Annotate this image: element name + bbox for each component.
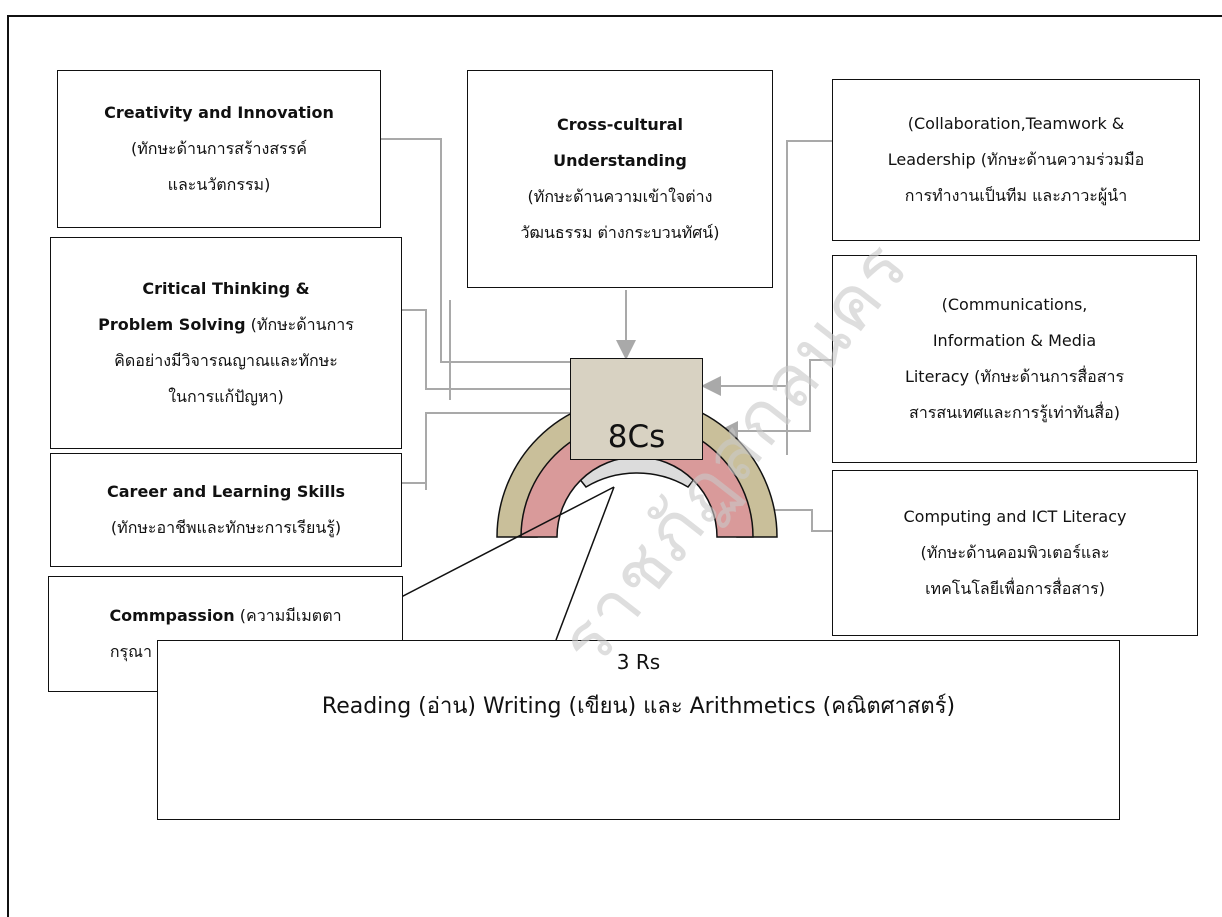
career-line1: (ทักษะอาชีพและทักษะการเรียนรู้): [110, 518, 342, 537]
cross-cultural-line2: วัฒนธรรม ต่างกระบวนทัศน์): [520, 223, 720, 242]
line-to-compassion: [375, 486, 615, 611]
box-cross-cultural: Cross-cultural Understanding (ทักษะด้านค…: [467, 70, 773, 288]
collaboration-line3: การทำงานเป็นทีม และภาวะผู้นำ: [904, 186, 1128, 205]
box-3rs: 3 Rs Reading (อ่าน) Writing (เขียน) และ …: [157, 640, 1120, 820]
computing-line3: เทคโนโลยีเพื่อการสื่อสาร): [925, 579, 1105, 598]
compassion-title: Commpassion: [109, 606, 235, 625]
computing-line1: Computing and ICT Literacy: [903, 507, 1127, 526]
communications-line3: Literacy (ทักษะด้านการสื่อสาร: [904, 367, 1125, 386]
center-8cs-box: 8Cs: [570, 358, 703, 460]
box-communications: (Communications, Information & Media Lit…: [832, 255, 1197, 463]
connector-career: [402, 412, 570, 484]
three-rs-line: Reading (อ่าน) Writing (เขียน) และ Arith…: [321, 694, 956, 719]
collaboration-line2: Leadership (ทักษะด้านความร่วมมือ: [887, 150, 1145, 169]
three-rs-title: 3 Rs: [616, 650, 661, 674]
box-critical-thinking: Critical Thinking & Problem Solving (ทัก…: [50, 237, 402, 449]
box-collaboration: (Collaboration,Teamwork & Leadership (ทั…: [832, 79, 1200, 241]
compassion-line1: (ความมีเมตตา: [234, 606, 342, 625]
center-label: 8Cs: [607, 419, 666, 455]
critical-line2: คิดอย่างมีวิจารณญาณและทักษะ: [114, 351, 338, 370]
connector-critical: [380, 309, 570, 390]
critical-line1: (ทักษะด้านการ: [245, 315, 354, 334]
cross-cultural-title2: Understanding: [553, 151, 687, 170]
critical-line3: ในการแก้ปัญหา): [168, 387, 284, 406]
box-creativity: Creativity and Innovation (ทักษะด้านการส…: [57, 70, 381, 228]
career-title: Career and Learning Skills: [107, 482, 345, 501]
collaboration-line1: (Collaboration,Teamwork &: [907, 114, 1125, 133]
communications-line1: (Communications,: [941, 295, 1088, 314]
page-frame: [7, 15, 1222, 917]
creativity-title: Creativity and Innovation: [104, 103, 334, 122]
connector-creativity: [380, 138, 570, 363]
creativity-line2: และนวัตกรรม): [167, 175, 271, 194]
creativity-line1: (ทักษะด้านการสร้างสรรค์: [130, 139, 307, 158]
cross-cultural-title1: Cross-cultural: [557, 115, 683, 134]
critical-title2: Problem Solving: [98, 315, 246, 334]
critical-title1: Critical Thinking &: [142, 279, 310, 298]
communications-line4: สารสนเทศและการรู้เท่าทันสื่อ): [909, 403, 1120, 422]
box-computing: Computing and ICT Literacy (ทักษะด้านคอม…: [832, 470, 1198, 636]
connector-communications: [718, 359, 832, 441]
computing-line2: (ทักษะด้านคอมพิวเตอร์และ: [920, 543, 1110, 562]
communications-line2: Information & Media: [932, 331, 1097, 350]
line-to-3rs-left: [555, 486, 615, 641]
cross-cultural-line1: (ทักษะด้านความเข้าใจต่าง: [527, 187, 713, 206]
box-career: Career and Learning Skills (ทักษะอาชีพแล…: [50, 453, 402, 567]
